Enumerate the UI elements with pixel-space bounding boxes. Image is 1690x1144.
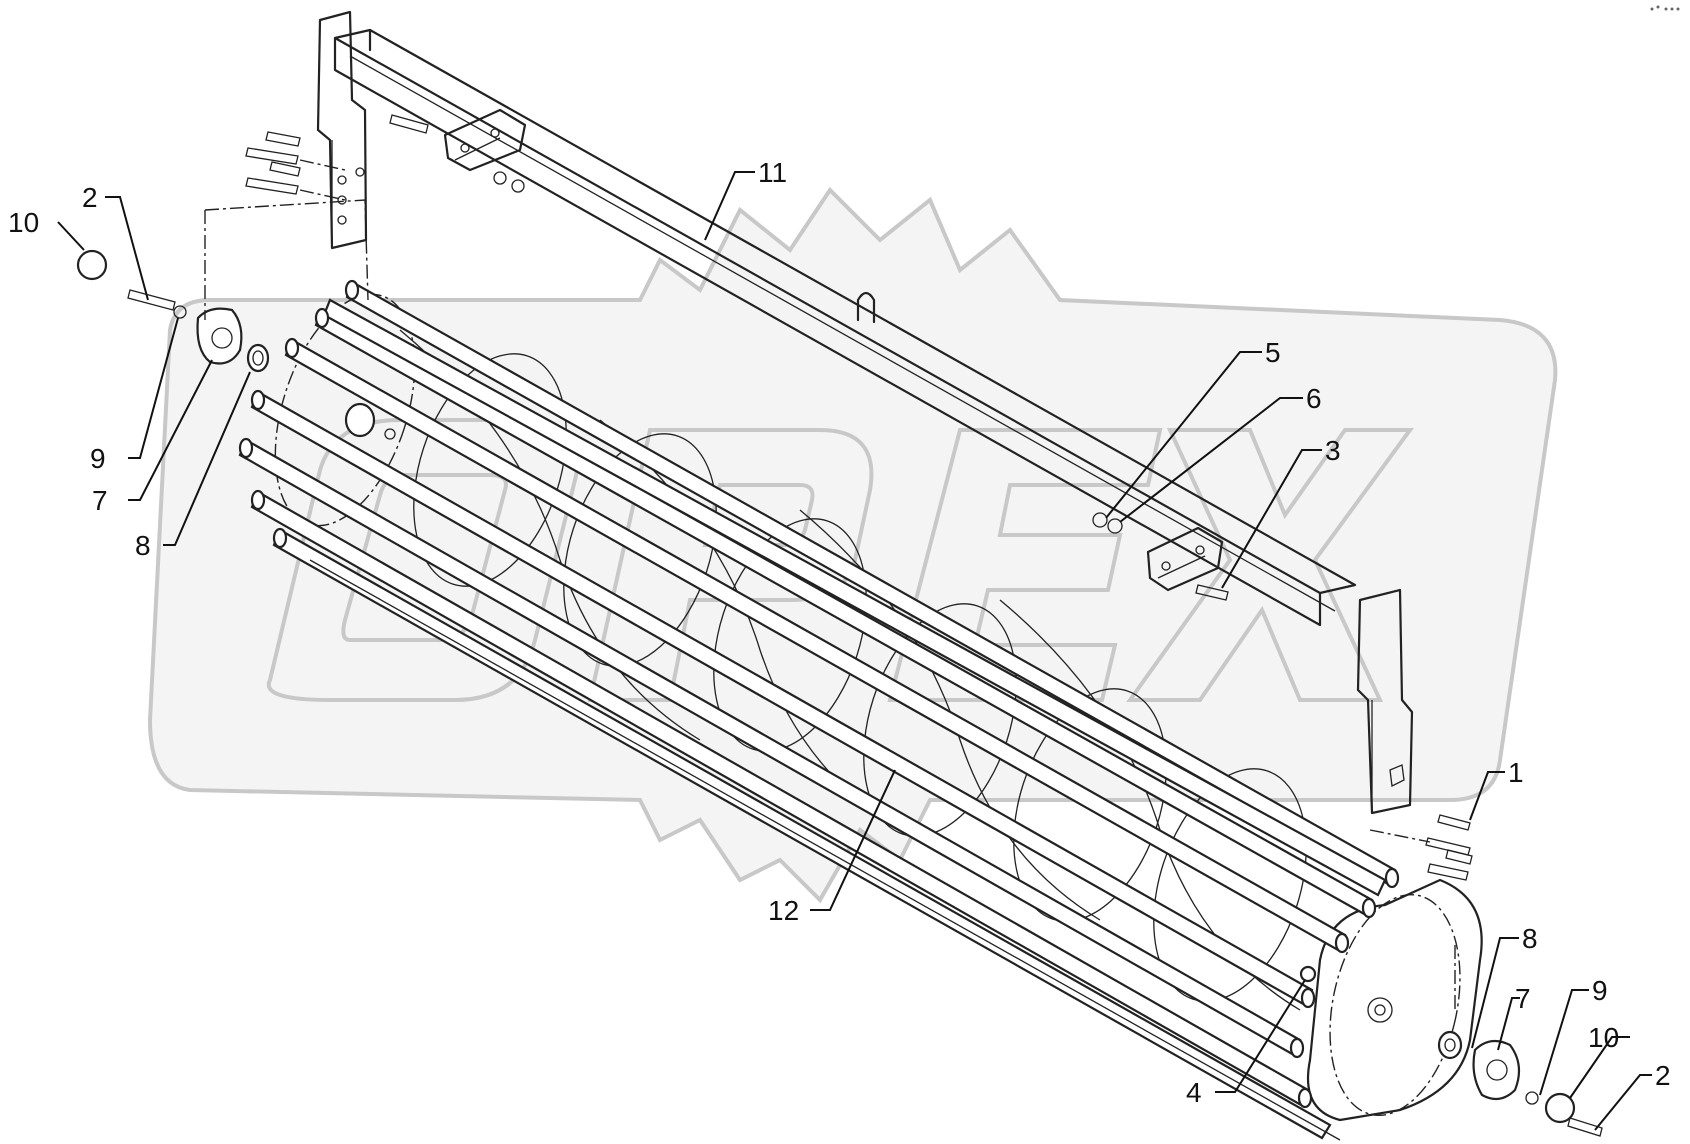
callout-6: 6 <box>1306 383 1322 414</box>
bearing-housing-left <box>196 307 243 365</box>
bolt-right <box>1567 1117 1603 1137</box>
callout-12: 12 <box>768 895 799 926</box>
callout-2-right: 2 <box>1655 1060 1671 1091</box>
bolt-set-left <box>245 131 346 201</box>
bolt-set-right <box>1369 814 1473 881</box>
callout-8-left: 8 <box>135 530 151 561</box>
callout-9-right: 9 <box>1592 975 1608 1006</box>
bearing-set-right <box>1437 945 1603 1137</box>
callout-8-right: 8 <box>1522 923 1538 954</box>
callout-7-right: 7 <box>1515 983 1531 1014</box>
o-ring-right <box>1544 1092 1576 1124</box>
spacer-ring-right <box>1437 1030 1463 1060</box>
callout-1: 1 <box>1508 757 1524 788</box>
callout-11: 11 <box>758 157 787 188</box>
bolt-left <box>127 289 176 311</box>
callout-3: 3 <box>1325 435 1341 466</box>
bearing-housing-right <box>1472 1039 1521 1101</box>
callout-7-left: 7 <box>92 485 108 516</box>
frame-beam <box>316 10 1414 815</box>
roller-cage <box>238 279 1483 1141</box>
callout-10-left: 10 <box>8 207 39 238</box>
leader-lines <box>57 171 1652 1131</box>
o-ring-left <box>76 249 108 281</box>
corner-marks <box>1650 5 1680 11</box>
callout-9-left: 9 <box>90 443 106 474</box>
callout-5: 5 <box>1265 337 1281 368</box>
bearing-set-left <box>76 199 369 373</box>
callout-labels: 10 2 9 7 8 11 5 6 3 1 12 8 7 9 10 2 4 <box>8 157 1671 1108</box>
spacer-ring-left <box>246 343 270 373</box>
washer-left <box>173 305 187 319</box>
callout-2-left: 2 <box>82 182 98 213</box>
callout-4: 4 <box>1186 1077 1202 1108</box>
washer-right <box>1525 1091 1539 1105</box>
callout-10-right: 10 <box>1588 1022 1619 1053</box>
